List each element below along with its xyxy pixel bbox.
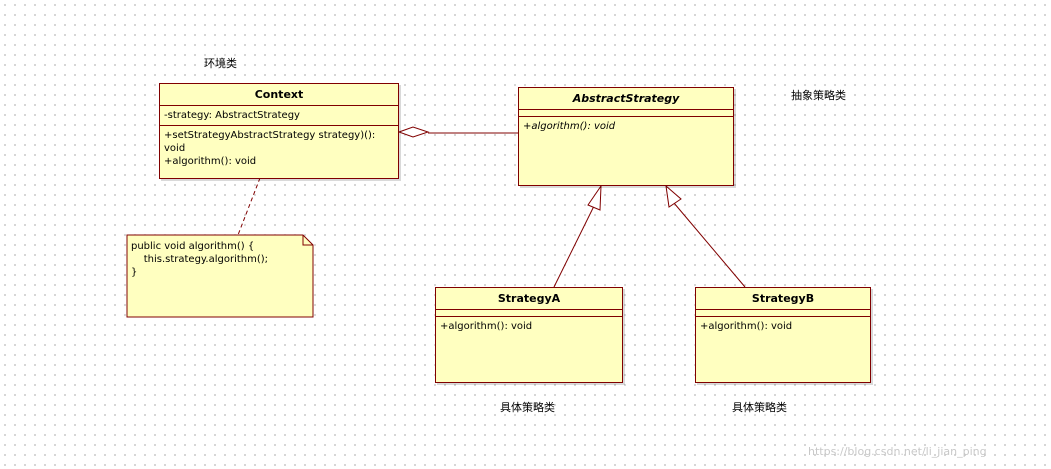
generalization-arrow-b xyxy=(665,184,682,208)
class-context-op-set-strategy: +setStrategyAbstractStrategy strategy)()… xyxy=(164,130,376,154)
class-context-operations: +setStrategyAbstractStrategy strategy)()… xyxy=(160,126,398,171)
class-context-attribute: -strategy: AbstractStrategy xyxy=(160,106,398,126)
class-strategy-b[interactable]: StrategyB +algorithm(): void xyxy=(695,287,871,383)
class-context-name: Context xyxy=(160,84,398,106)
label-concrete-a: 具体策略类 xyxy=(500,401,555,414)
class-abstract-strategy-op-algorithm: +algorithm(): void xyxy=(523,121,616,132)
class-strategy-b-attributes xyxy=(696,310,870,317)
note-fold xyxy=(302,235,313,246)
class-abstract-strategy[interactable]: AbstractStrategy +algorithm(): void xyxy=(518,87,734,186)
class-context-op-algorithm: +algorithm(): void xyxy=(164,156,257,167)
class-context[interactable]: Context -strategy: AbstractStrategy +set… xyxy=(159,83,399,179)
note-anchor-line[interactable] xyxy=(237,177,261,236)
class-strategy-b-op-algorithm: +algorithm(): void xyxy=(700,321,793,332)
generalization-line-a[interactable] xyxy=(553,203,596,288)
class-strategy-a-name: StrategyA xyxy=(436,288,622,310)
note-text: public void algorithm() { this.strategy.… xyxy=(131,241,269,278)
class-strategy-b-name: StrategyB xyxy=(696,288,870,310)
class-strategy-a-attributes xyxy=(436,310,622,317)
note-shape[interactable] xyxy=(126,234,314,318)
class-abstract-strategy-attributes xyxy=(519,110,733,117)
aggregation-diamond xyxy=(397,126,430,138)
class-strategy-a[interactable]: StrategyA +algorithm(): void xyxy=(435,287,623,383)
label-abstract-stereotype: 抽象策略类 xyxy=(791,89,846,102)
label-context-stereotype: 环境类 xyxy=(204,57,237,70)
watermark-url: https://blog.csdn.net/li_jian_ping xyxy=(808,445,987,458)
generalization-line-b[interactable] xyxy=(673,202,746,288)
label-concrete-b: 具体策略类 xyxy=(732,401,787,414)
class-abstract-strategy-name: AbstractStrategy xyxy=(519,88,733,110)
generalization-arrow-a xyxy=(587,184,602,211)
class-strategy-a-op-algorithm: +algorithm(): void xyxy=(440,321,533,332)
